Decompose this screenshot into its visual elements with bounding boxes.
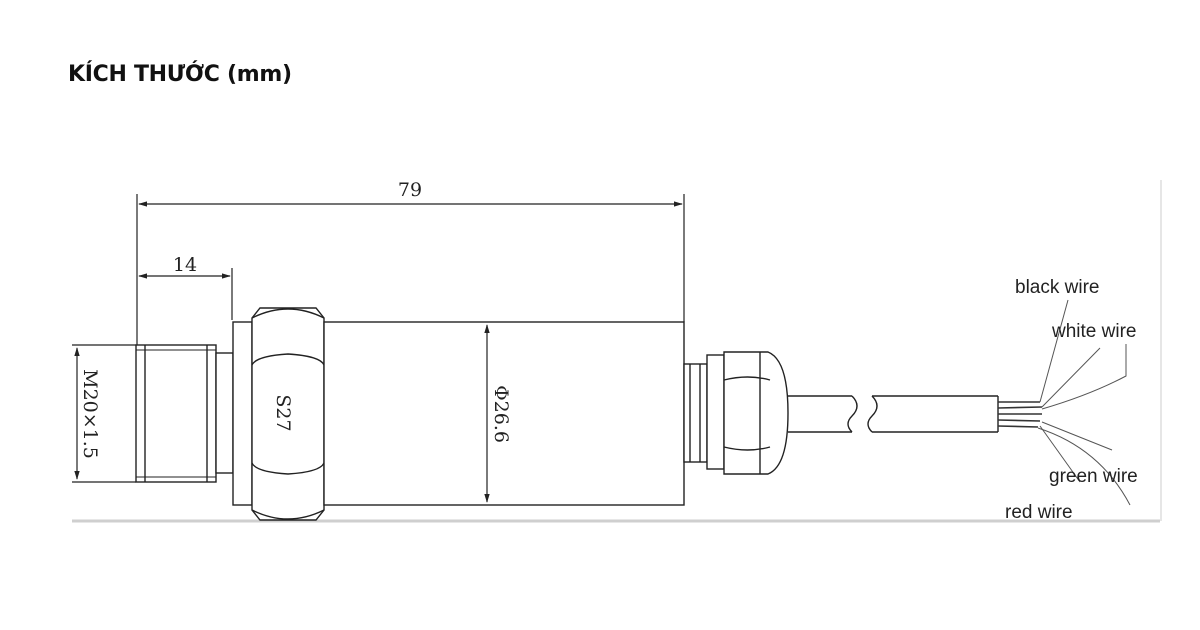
- flange: [232, 321, 253, 506]
- cable: [788, 395, 999, 433]
- gland-base: [683, 363, 708, 463]
- thread-spec-label: M20×1.5: [79, 369, 101, 459]
- hex-size-label: S27: [272, 394, 294, 431]
- wire-leaders: [1037, 299, 1131, 506]
- page-title: KÍCH THƯỚC (mm): [68, 62, 292, 87]
- green-wire-label: green wire: [1049, 466, 1138, 487]
- red-wire-label: red wire: [1005, 502, 1073, 523]
- thread-diameter-dimension: [72, 344, 136, 483]
- black-wire-label: black wire: [1015, 277, 1099, 298]
- thread-length-label: 14: [173, 254, 197, 276]
- sensor-body: [135, 307, 789, 521]
- main-cylinder: [323, 321, 685, 506]
- thread-length-dimension: [138, 268, 233, 320]
- thread-section: [135, 344, 217, 483]
- collar: [215, 352, 234, 474]
- body-diameter-label: Φ26.6: [490, 385, 512, 443]
- overall-length-dimension: [136, 194, 685, 345]
- overall-length-label: 79: [398, 179, 422, 201]
- wire-ends: [997, 401, 1043, 428]
- gland-nut: [706, 354, 725, 470]
- gland-dome: [723, 351, 789, 475]
- white-wire-label: white wire: [1051, 321, 1136, 342]
